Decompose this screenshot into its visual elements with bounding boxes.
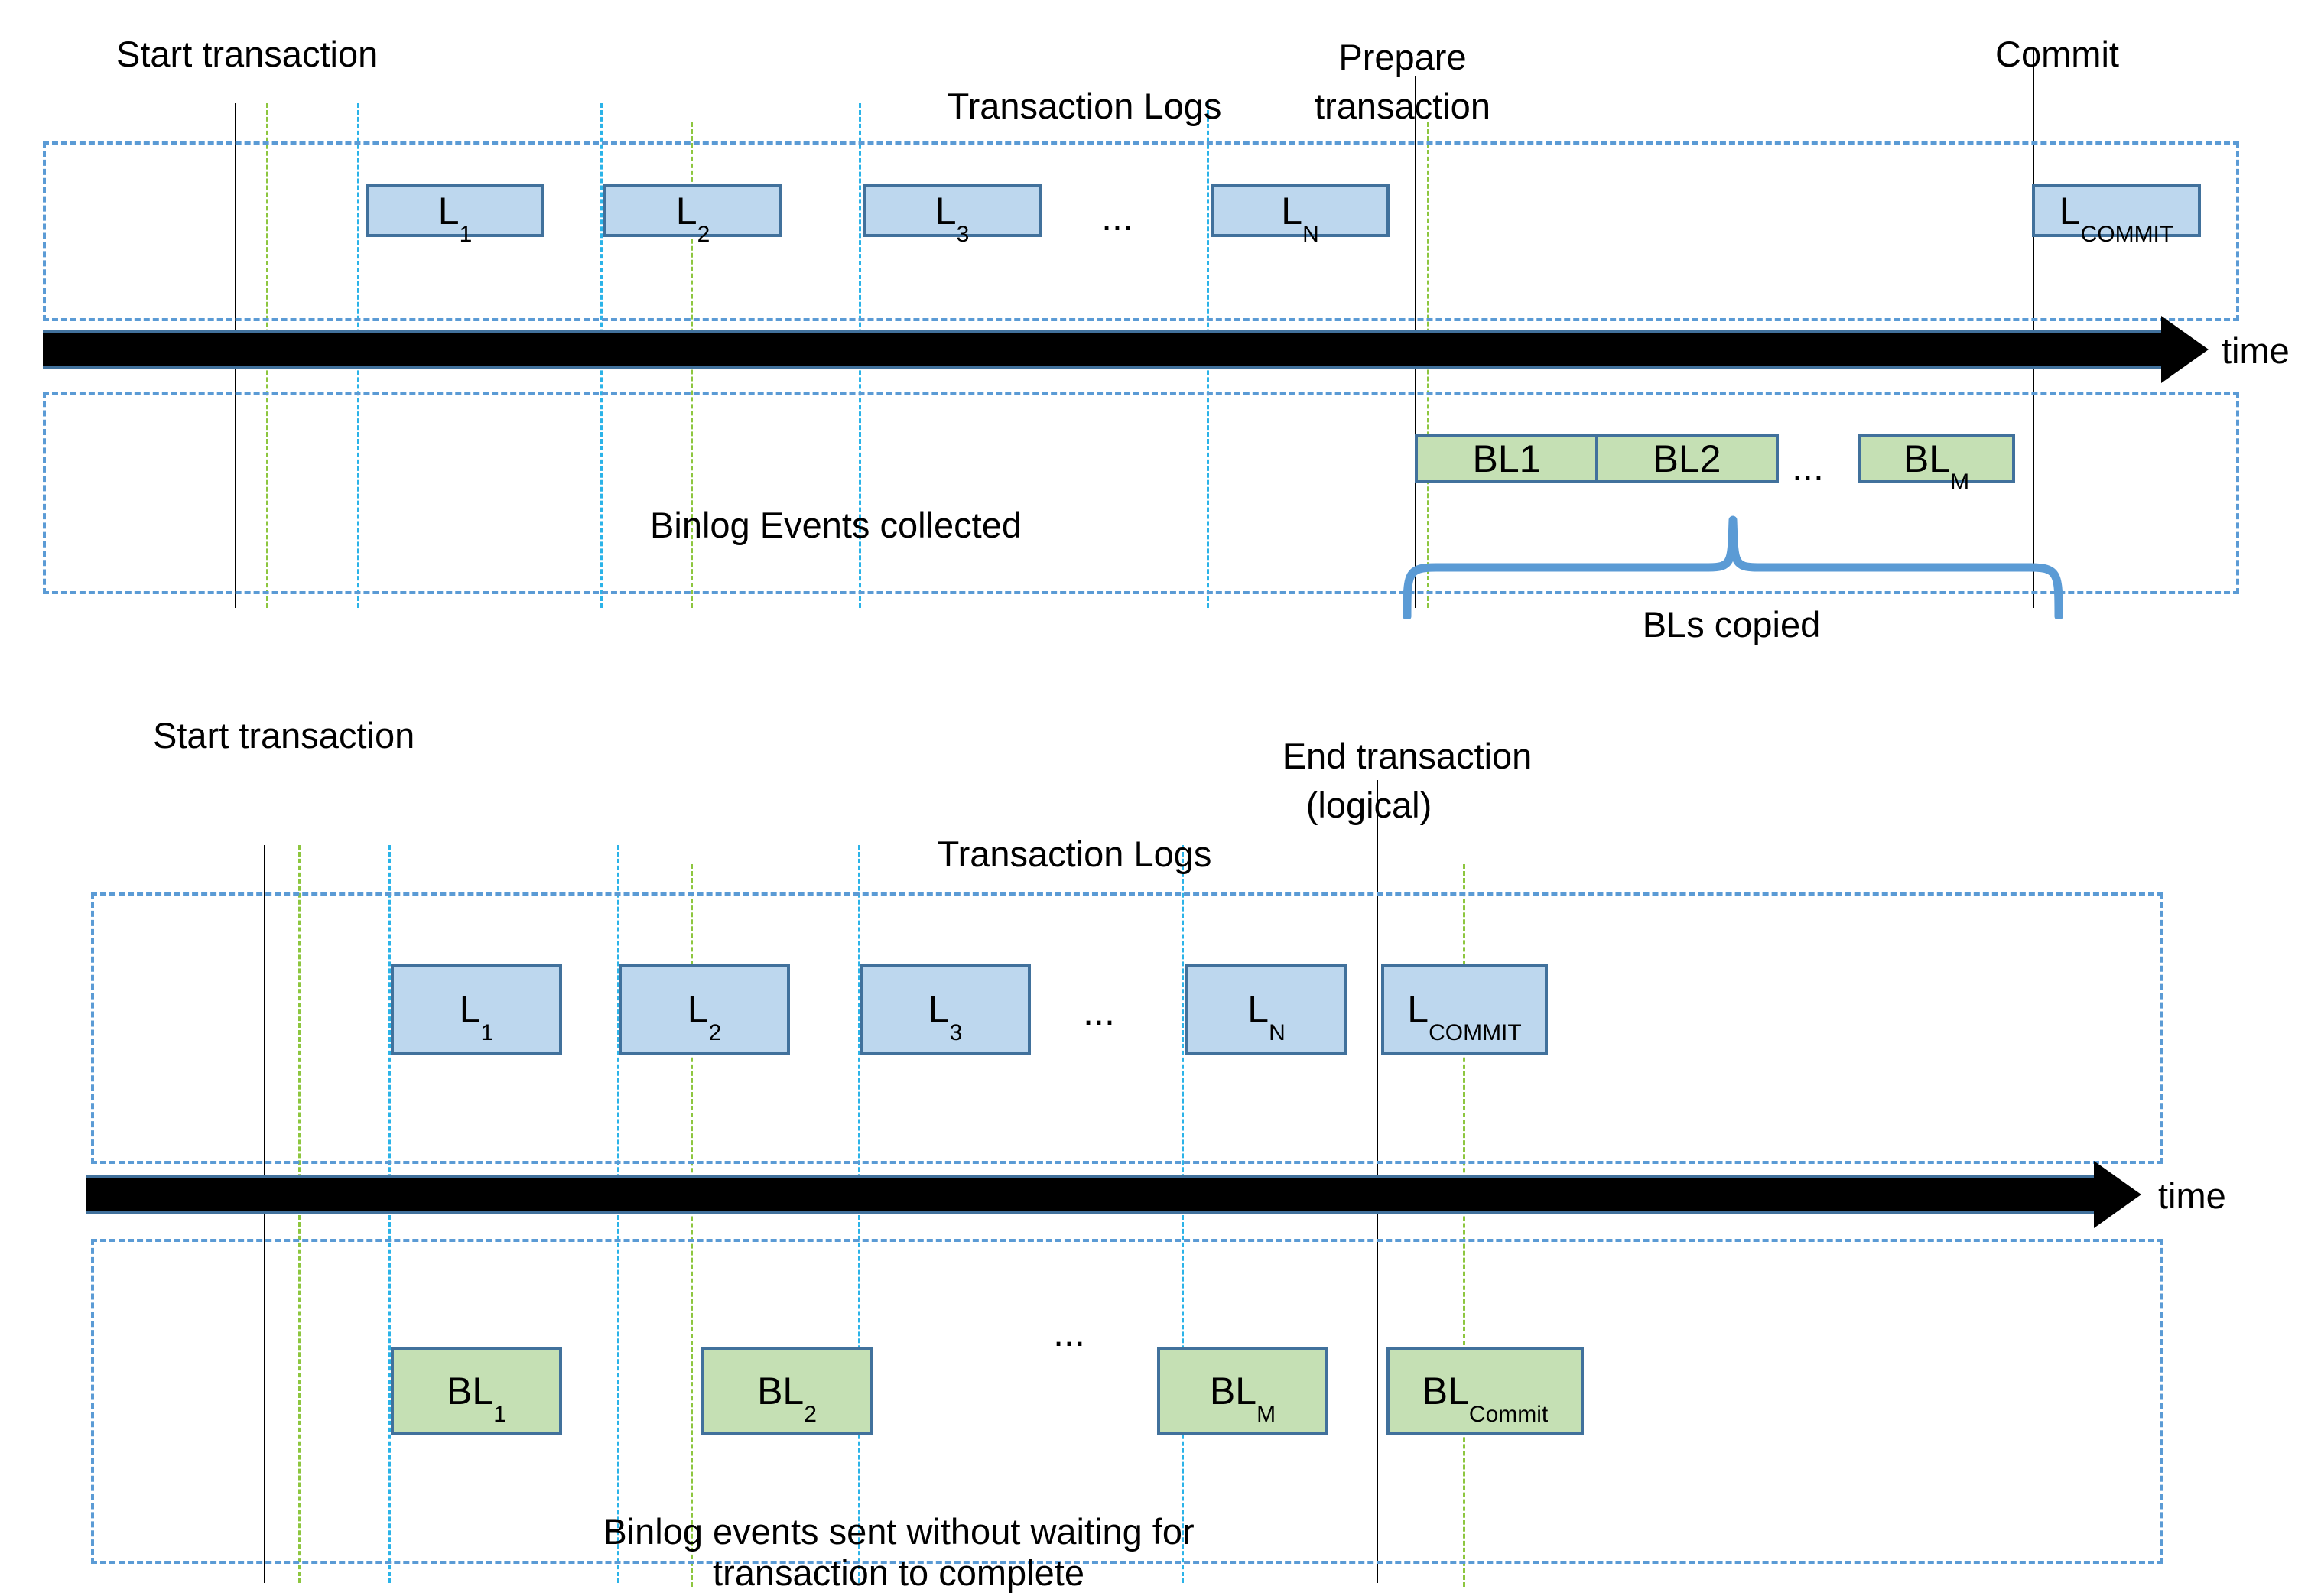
log-box-LCOMMIT-bottom-sub: COMMIT xyxy=(1429,1020,1522,1045)
guide-line-cyan-5 xyxy=(388,845,391,1583)
binlog-box-BL1-top: BL1 xyxy=(1418,437,1595,480)
binlog-box-BL2-bottom: BL2 xyxy=(701,1347,873,1435)
binlog-box-BLCommit-bottom-sub: Commit xyxy=(1468,1401,1549,1427)
binlog-box-BL1-bottom: BL1 xyxy=(391,1347,562,1435)
binlog-box-BL2-base: BL xyxy=(1653,437,1700,480)
log-box-L2-base: L xyxy=(675,189,697,232)
band-title-transaction-logs-top: Transaction Logs xyxy=(947,86,1222,126)
log-box-L3-bottom: L3 xyxy=(860,964,1031,1055)
marker-label-start-transaction-bottom: Start transaction xyxy=(153,715,415,756)
log-box-LCOMMIT-top: LCOMMIT xyxy=(2032,184,2201,245)
timeline-label-top: time xyxy=(2222,330,2290,371)
timeline-arrow-top xyxy=(43,316,2209,383)
panel-transaction-logs-bottom xyxy=(91,892,2163,1164)
log-box-L1-bottom-sub: 1 xyxy=(480,1020,494,1045)
binlog-box-BL1-bottom-base: BL xyxy=(447,1369,494,1412)
binlog-box-BLM-base: BL xyxy=(1903,437,1951,480)
log-box-L3-top: L3 xyxy=(863,184,1042,245)
binlog-group-top: BL1 BL2 xyxy=(1415,434,1779,483)
bls-copied-label: BLs copied xyxy=(1642,604,1821,645)
log-box-LN-base: L xyxy=(1281,189,1303,232)
binlog-box-BLM-top: BLM xyxy=(1858,434,2015,494)
guide-line-green-4 xyxy=(298,845,301,1583)
log-box-L3-sub: 3 xyxy=(956,221,970,247)
binlog-box-BLCommit-bottom: BLCommit xyxy=(1386,1347,1584,1435)
marker-line-start-transaction-bottom xyxy=(264,845,265,1583)
log-box-LN-bottom-sub: N xyxy=(1269,1020,1286,1045)
binlog-box-BL2-sub: 2 xyxy=(1699,437,1721,480)
binlog-ellipsis-top: ... xyxy=(1792,446,1824,489)
log-box-L3-base: L xyxy=(935,189,957,232)
binlog-ellipsis-bottom: ... xyxy=(1053,1312,1085,1354)
binlog-note-line2: transaction to complete xyxy=(713,1552,1084,1593)
log-box-L1-top: L1 xyxy=(366,184,544,245)
timeline-label-bottom: time xyxy=(2158,1175,2226,1216)
binlog-box-BLCommit-bottom-base: BL xyxy=(1422,1369,1469,1412)
bls-copied-brace xyxy=(1403,515,2063,619)
log-box-L2-bottom-base: L xyxy=(687,988,709,1031)
binlog-box-BL2-bottom-sub: 2 xyxy=(804,1401,817,1427)
binlog-box-BL1-base: BL xyxy=(1472,437,1520,480)
binlog-note-line1: Binlog events sent without waiting for xyxy=(603,1511,1195,1552)
binlog-box-BL1-bottom-sub: 1 xyxy=(493,1401,506,1427)
log-box-L1-bottom-base: L xyxy=(459,988,481,1031)
marker-label-end-transaction-line1: End transaction xyxy=(1282,736,1533,776)
log-box-LCOMMIT-bottom: LCOMMIT xyxy=(1381,964,1548,1055)
log-box-L1-base: L xyxy=(437,189,460,232)
guide-line-cyan-6 xyxy=(617,845,619,1583)
binlog-box-BLM-bottom-base: BL xyxy=(1209,1369,1257,1412)
log-ellipsis-top: ... xyxy=(1101,196,1133,239)
log-box-L3-bottom-sub: 3 xyxy=(949,1020,963,1045)
marker-label-commit: Commit xyxy=(1995,34,2119,74)
log-box-LN-bottom: LN xyxy=(1185,964,1347,1055)
guide-line-green-6 xyxy=(1463,864,1465,1587)
log-box-LCOMMIT-base: L xyxy=(2059,189,2081,232)
log-box-L2-top: L2 xyxy=(603,184,782,245)
band-title-binlog-events-collected: Binlog Events collected xyxy=(650,505,1022,545)
log-box-LCOMMIT-bottom-base: L xyxy=(1407,988,1429,1031)
log-box-LCOMMIT-sub: COMMIT xyxy=(2080,221,2174,247)
log-box-L1-sub: 1 xyxy=(459,221,473,247)
marker-label-end-transaction-line2: (logical) xyxy=(1305,785,1432,825)
marker-line-commit xyxy=(2033,47,2034,608)
marker-label-start-transaction-top: Start transaction xyxy=(116,34,379,74)
guide-line-cyan-8 xyxy=(1182,845,1184,1583)
log-box-L1-bottom: L1 xyxy=(391,964,562,1055)
log-ellipsis-bottom: ... xyxy=(1083,990,1115,1033)
log-box-LN-top: LN xyxy=(1211,184,1390,245)
marker-label-prepare-transaction-line2: transaction xyxy=(1315,86,1490,126)
panel-binlog-events-bottom xyxy=(91,1239,2163,1564)
timeline-arrow-bottom xyxy=(86,1161,2144,1228)
binlog-box-BLM-bottom: BLM xyxy=(1157,1347,1328,1435)
log-box-L2-bottom-sub: 2 xyxy=(708,1020,722,1045)
guide-line-cyan-7 xyxy=(858,845,860,1583)
marker-label-prepare-transaction-line1: Prepare xyxy=(1338,37,1467,77)
log-box-L2-bottom: L2 xyxy=(619,964,790,1055)
log-box-L2-sub: 2 xyxy=(697,221,710,247)
binlog-box-BLM-sub: M xyxy=(1950,470,1970,495)
binlog-box-BLM-bottom-sub: M xyxy=(1256,1401,1276,1427)
panel-binlog-events-top xyxy=(43,392,2239,594)
guide-line-green-5 xyxy=(691,864,693,1587)
panel-transaction-logs-top xyxy=(43,141,2239,321)
binlog-box-BL2-top: BL2 xyxy=(1595,437,1776,480)
binlog-box-BL1-sub: 1 xyxy=(1519,437,1541,480)
band-title-transaction-logs-bottom: Transaction Logs xyxy=(937,834,1212,874)
log-box-LN-bottom-base: L xyxy=(1247,988,1269,1031)
log-box-L3-bottom-base: L xyxy=(928,988,950,1031)
log-box-LN-sub: N xyxy=(1302,221,1319,247)
binlog-box-BL2-bottom-base: BL xyxy=(757,1369,805,1412)
